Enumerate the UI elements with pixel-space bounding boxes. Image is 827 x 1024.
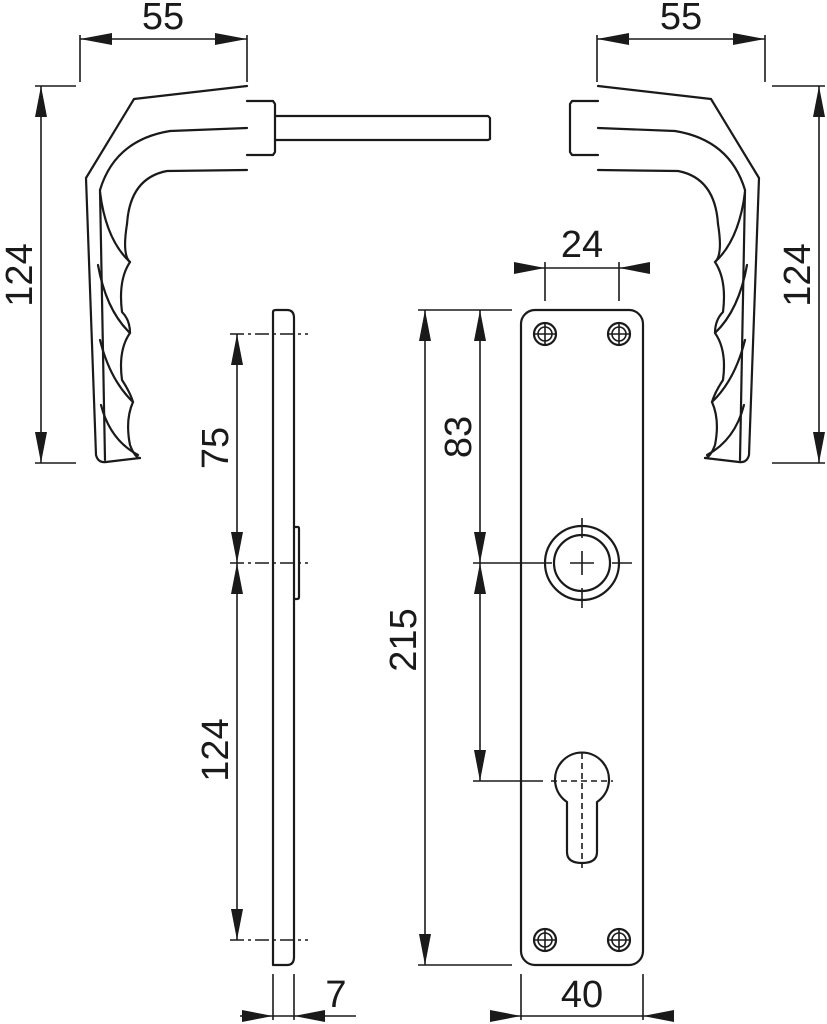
front-plate [519,308,645,967]
screw-icon [606,321,632,347]
side-thickness-dimension: 7 [240,974,356,1022]
screws [532,321,632,953]
dim-label: 7 [325,974,346,1016]
plate-83-dimension: 83 [438,310,543,782]
right-handle-width-dimension: 55 [596,0,766,82]
side-plate [271,308,301,967]
dim-label: 75 [195,427,237,469]
dim-label: 124 [777,243,819,306]
dim-label: 124 [195,718,237,781]
screw-icon [606,927,632,953]
screw-icon [532,321,558,347]
left-handle-height-dimension: 124 [0,85,76,464]
dim-label: 24 [561,224,603,266]
side-124-dimension: 124 [195,563,243,940]
cylinder-keyhole-icon [551,751,613,868]
screw-icon [532,927,558,953]
left-handle [84,84,492,464]
plate-height-dimension: 215 [383,309,512,966]
screw-spacing-dimension: 24 [514,224,650,301]
left-handle-width-dimension: 55 [79,0,248,82]
dim-label: 55 [142,0,184,38]
right-handle-height-dimension: 124 [772,85,825,464]
dim-label: 40 [561,974,603,1016]
dim-label: 215 [383,608,425,671]
dim-label: 124 [0,243,41,306]
dim-label: 83 [438,416,480,458]
plate-width-dimension: 40 [490,974,674,1022]
right-handle [568,84,761,464]
dim-label: 55 [660,0,702,38]
handle-rose-icon [532,518,632,608]
side-75-dimension: 75 [195,334,243,563]
